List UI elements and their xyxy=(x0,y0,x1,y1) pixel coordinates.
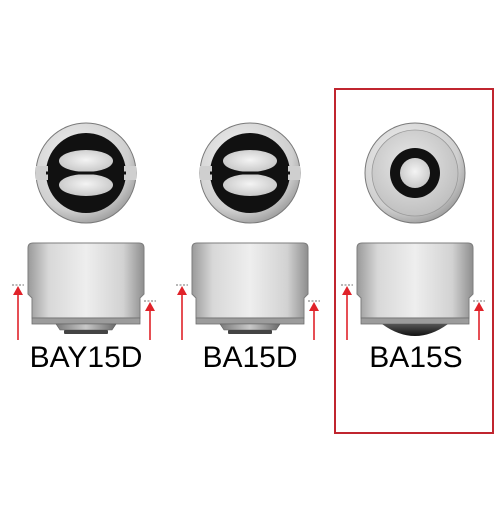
ba15d-side-view xyxy=(191,242,309,334)
bay15d-side-view xyxy=(27,242,145,334)
ba15s-left-up-arrow-icon xyxy=(341,284,353,340)
ba15d-label: BA15D xyxy=(202,341,298,374)
ba15s-solder-tip xyxy=(382,324,448,336)
ba15s-label: BA15S xyxy=(369,341,463,374)
bay15d-label: BAY15D xyxy=(29,341,143,374)
ba15d-top-view xyxy=(199,122,301,224)
bay15d-right-up-arrow-icon xyxy=(144,300,156,340)
ba15s-center-contact xyxy=(400,158,430,188)
ba15d-upper-contact xyxy=(223,150,277,172)
ba15s-right-up-arrow-icon xyxy=(473,300,485,340)
ba15d-right-up-arrow-icon xyxy=(308,300,320,340)
ba15s-highlight-frame xyxy=(334,88,494,434)
bay15d-left-up-arrow-icon xyxy=(12,284,24,340)
ba15d-base xyxy=(176,122,320,340)
ba15s-side-view xyxy=(356,242,474,336)
bay15d-base xyxy=(12,122,156,340)
ba15d-contacts-bottom xyxy=(219,323,281,331)
ba15s-top-view xyxy=(364,122,466,224)
ba15d-left-up-arrow-icon xyxy=(176,284,188,340)
bay15d-lower-contact xyxy=(59,174,113,196)
bay15d-upper-contact xyxy=(59,150,113,172)
bay15d-contacts-bottom xyxy=(55,323,117,331)
ba15s-base xyxy=(341,122,485,340)
bay15d-top-view xyxy=(35,122,137,224)
ba15d-lower-contact xyxy=(223,174,277,196)
